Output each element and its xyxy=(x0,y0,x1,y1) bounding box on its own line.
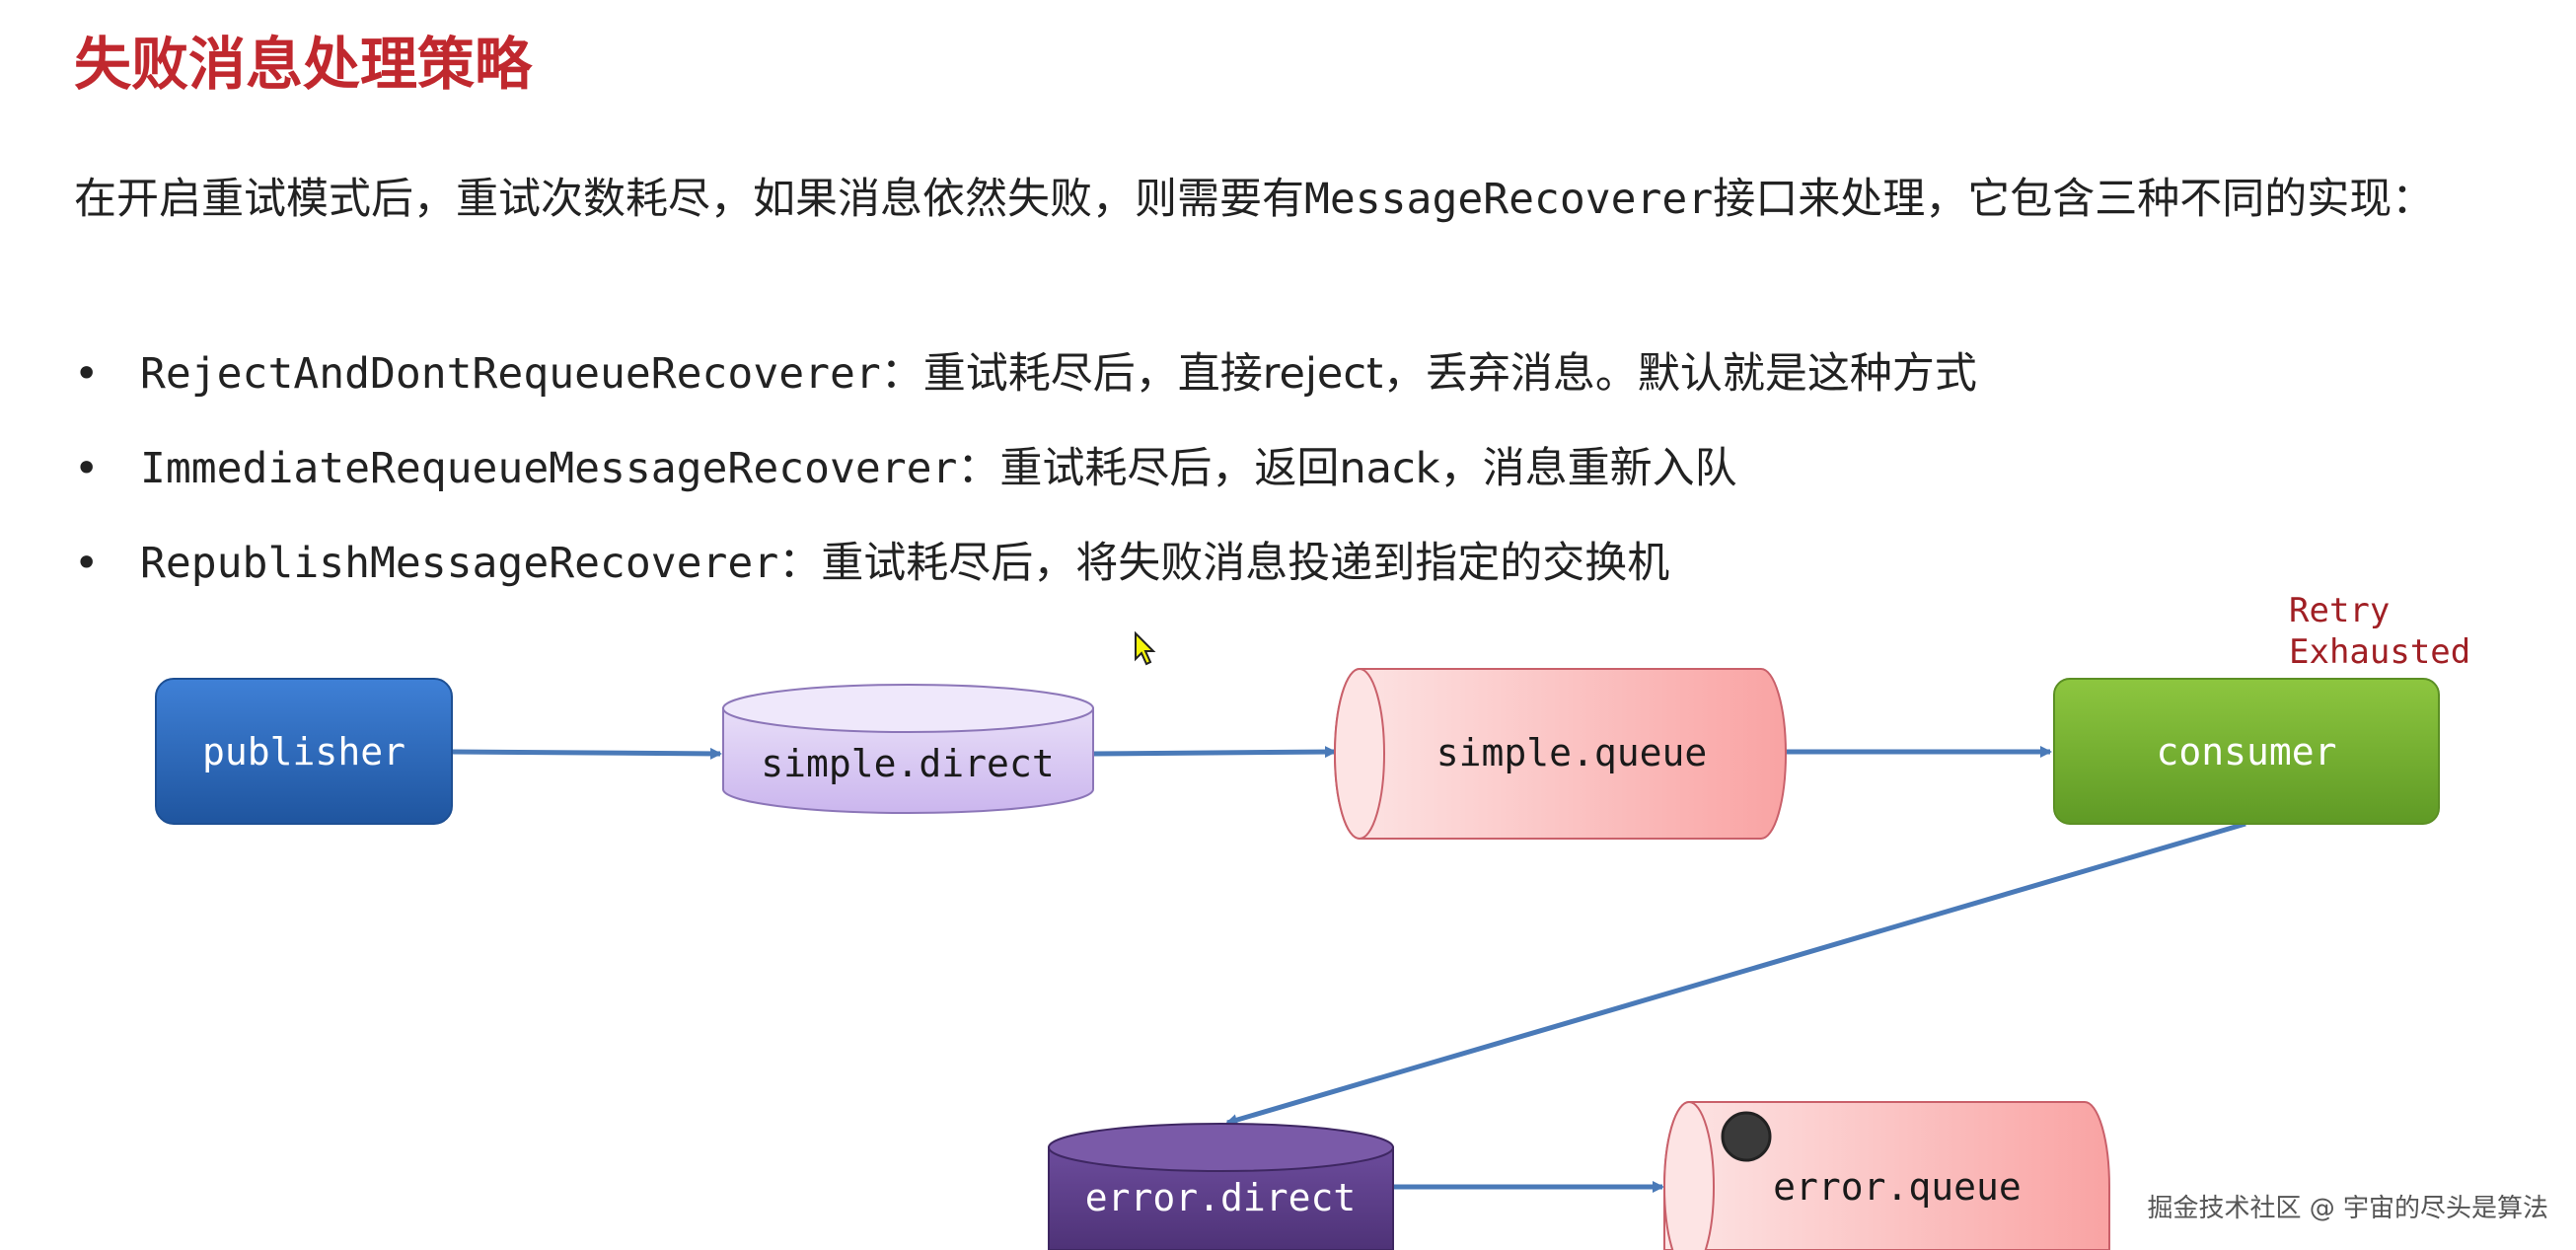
bullet-desc: ：重试耗尽后，直接reject，丢弃消息。默认就是这种方式 xyxy=(880,349,1977,399)
bullet-desc: ：重试耗尽后，返回nack，消息重新入队 xyxy=(957,444,1737,493)
watermark: 掘金技术社区 @ 宇宙的尽头是算法 xyxy=(2147,1194,2548,1223)
bullet-item: • RejectAndDontRequeueRecoverer：重试耗尽后，直接r… xyxy=(74,339,1977,401)
message-dot-icon xyxy=(1721,1111,1772,1162)
mouse-cursor-icon xyxy=(1135,631,1156,666)
simple-direct-exchange: simple.direct xyxy=(722,684,1094,814)
bullet-name: RejectAndDontRequeueRecoverer xyxy=(140,349,881,399)
simple-queue-node: simple.queue xyxy=(1334,668,1787,840)
consumer-node: consumer xyxy=(2053,678,2440,825)
bullet-name: RepublishMessageRecoverer xyxy=(140,539,779,588)
error-queue-label: error.queue xyxy=(1773,1165,2022,1209)
interface-name: MessageRecoverer xyxy=(1304,175,1714,224)
intro-text-before: 在开启重试模式后，重试次数耗尽，如果消息依然失败，则需要有 xyxy=(74,175,1304,224)
error-direct-exchange: error.direct xyxy=(1048,1123,1394,1250)
exhausted-line: Exhausted xyxy=(2289,632,2471,672)
arrow-consumer-to-error-exchange xyxy=(1225,821,2246,1126)
bullet-name: ImmediateRequeueMessageRecoverer xyxy=(140,444,958,493)
arrow-exchange-to-queue xyxy=(1092,746,1337,759)
bullet-dot: • xyxy=(74,444,100,493)
bullet-item: • RepublishMessageRecoverer：重试耗尽后，将失败消息投递… xyxy=(74,529,1669,590)
simple-direct-label: simple.direct xyxy=(761,742,1054,785)
error-queue-node: error.queue xyxy=(1663,1101,2110,1250)
arrow-publisher-to-exchange xyxy=(451,747,722,760)
intro-text-after: 接口来处理，它包含三种不同的实现： xyxy=(1713,175,2435,224)
publisher-node: publisher xyxy=(155,678,453,825)
page-title: 失败消息处理策略 xyxy=(74,31,533,98)
intro-paragraph: 在开启重试模式后，重试次数耗尽，如果消息依然失败，则需要有MessageReco… xyxy=(74,158,2481,241)
publisher-label: publisher xyxy=(202,730,405,773)
bullet-item: • ImmediateRequeueMessageRecoverer：重试耗尽后，… xyxy=(74,434,1737,495)
bullet-dot: • xyxy=(74,349,100,399)
error-direct-label: error.direct xyxy=(1085,1176,1357,1219)
retry-exhausted-label: Retry Exhausted xyxy=(2289,590,2470,673)
retry-line: Retry xyxy=(2289,591,2391,630)
bullet-dot: • xyxy=(74,539,100,588)
bullet-desc: ：重试耗尽后，将失败消息投递到指定的交换机 xyxy=(778,539,1670,588)
consumer-label: consumer xyxy=(2156,730,2336,773)
simple-queue-label: simple.queue xyxy=(1436,731,1708,774)
